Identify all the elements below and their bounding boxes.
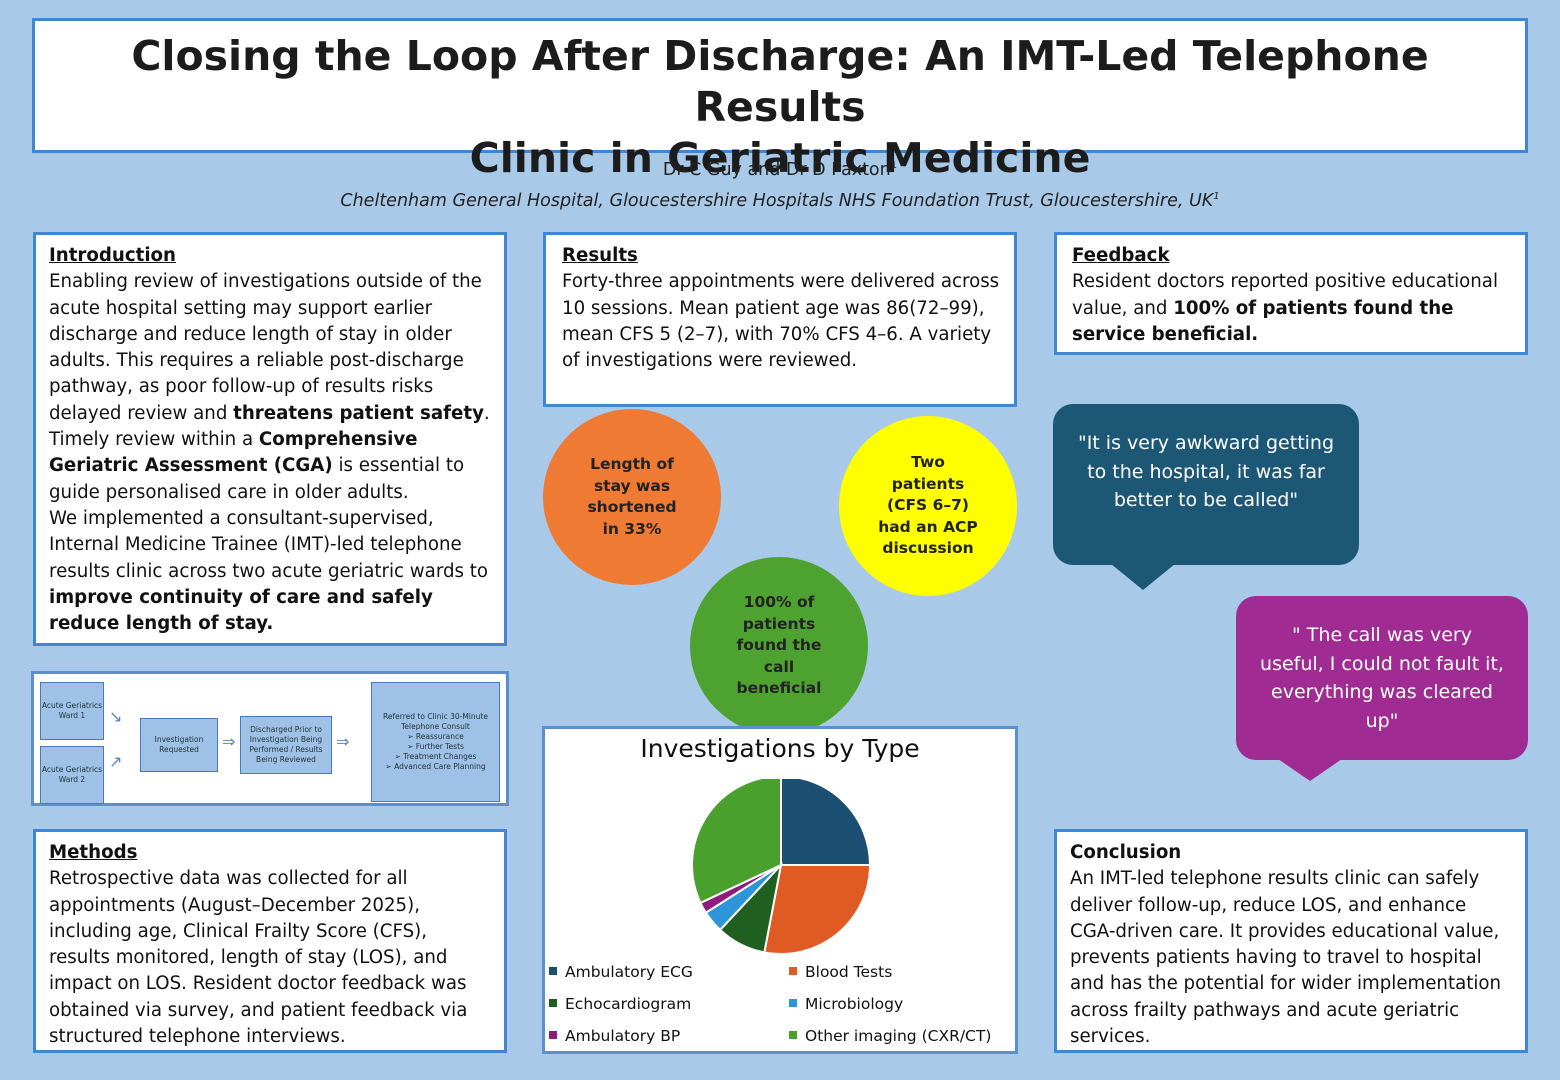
legend-label: Ambulatory ECG (565, 963, 693, 981)
legend-item: Blood Tests (789, 963, 892, 981)
legend-swatch (549, 1031, 557, 1039)
methods-panel: Methods Retrospective data was collected… (33, 829, 507, 1053)
pathway-flowchart: Acute Geriatrics Ward 1 Acute Geriatrics… (31, 671, 509, 806)
patient-quote-bubble-1: "It is very awkward getting to the hospi… (1053, 404, 1359, 590)
patient-quote-bubble-2: " The call was very useful, I could not … (1236, 596, 1528, 781)
flow-arrow-icon: ⇒ (336, 732, 350, 751)
flow-arrow-icon: ↗ (109, 752, 123, 771)
introduction-text-2: Timely review within a Comprehensive Ger… (49, 429, 465, 503)
introduction-heading: Introduction (49, 245, 176, 266)
flow-arrow-icon: ↘ (109, 707, 123, 726)
feedback-heading: Feedback (1072, 245, 1170, 266)
legend-label: Blood Tests (805, 963, 893, 981)
legend-label: Microbiology (805, 995, 904, 1013)
conclusion-text: An IMT-led telephone results clinic can … (1070, 868, 1502, 1048)
acp-discussion-circle: Two patients (CFS 6–7) had an ACP discus… (839, 416, 1017, 596)
conclusion-heading: Conclusion (1070, 842, 1182, 863)
introduction-text-3: We implemented a consultant-supervised, … (49, 507, 489, 635)
legend-label: Other imaging (CXR/CT) (805, 1027, 992, 1045)
introduction-panel: Introduction Enabling review of investig… (33, 232, 507, 646)
pie-chart (691, 779, 872, 955)
results-heading: Results (562, 245, 638, 266)
legend-swatch (549, 999, 557, 1007)
introduction-text: Enabling review of investigations outsid… (49, 271, 490, 424)
speech-tail-icon (1278, 759, 1342, 781)
legend-swatch (789, 999, 797, 1007)
legend-item: Other imaging (CXR/CT) (789, 1027, 991, 1045)
pie-slice-other-imaging-cxr-ct (691, 779, 782, 905)
affiliation: Cheltenham General Hospital, Gloucesters… (340, 191, 1220, 211)
methods-heading: Methods (49, 842, 138, 863)
feedback-text: Resident doctors reported positive educa… (1072, 271, 1499, 345)
legend-label: Ambulatory BP (565, 1027, 681, 1045)
flow-ward-2: Acute Geriatrics Ward 2 (40, 746, 104, 804)
title-box: Closing the Loop After Discharge: An IMT… (32, 18, 1528, 182)
flow-ward-1: Acute Geriatrics Ward 1 (40, 682, 104, 740)
speech-tail-icon (1111, 564, 1175, 590)
call-beneficial-circle: 100% of patients found the call benefici… (690, 557, 868, 735)
results-panel: Results Forty-three appointments were de… (543, 232, 1017, 407)
legend-swatch (789, 1031, 797, 1039)
flow-investigation-requested: Investigation Requested (140, 718, 218, 772)
results-text: Forty-three appointments were delivered … (562, 271, 1000, 372)
patient-quote-2: " The call was very useful, I could not … (1260, 624, 1504, 732)
pie-slice-blood-tests (763, 864, 872, 955)
investigations-chart: Investigations by Type Ambulatory ECG Blo… (542, 726, 1018, 1054)
legend-item: Ambulatory BP (549, 1027, 680, 1045)
legend-label: Echocardiogram (565, 995, 692, 1013)
los-shortened-circle: Length of stay was shortened in 33% (543, 409, 721, 585)
chart-title: Investigations by Type (640, 734, 920, 763)
authors: Dr C Guy and Dr D Paxton1 (662, 160, 898, 180)
legend-swatch (789, 967, 797, 975)
pie-slice-ambulatory-ecg (780, 779, 872, 866)
poster-title: Closing the Loop After Discharge: An IMT… (131, 32, 1429, 182)
legend-item: Echocardiogram (549, 995, 691, 1013)
flow-arrow-icon: ⇒ (222, 732, 236, 751)
flow-discharged: Discharged Prior to Investigation Being … (240, 716, 332, 774)
legend-item: Microbiology (789, 995, 903, 1013)
legend-item: Ambulatory ECG (549, 963, 693, 981)
conclusion-panel: Conclusion An IMT-led telephone results … (1054, 829, 1528, 1053)
legend-swatch (549, 967, 557, 975)
patient-quote-1: "It is very awkward getting to the hospi… (1077, 432, 1335, 511)
feedback-panel: Feedback Resident doctors reported posit… (1054, 232, 1528, 355)
flow-referred-clinic: Referred to Clinic 30-Minute Telephone C… (371, 682, 500, 802)
methods-text: Retrospective data was collected for all… (49, 868, 468, 1048)
